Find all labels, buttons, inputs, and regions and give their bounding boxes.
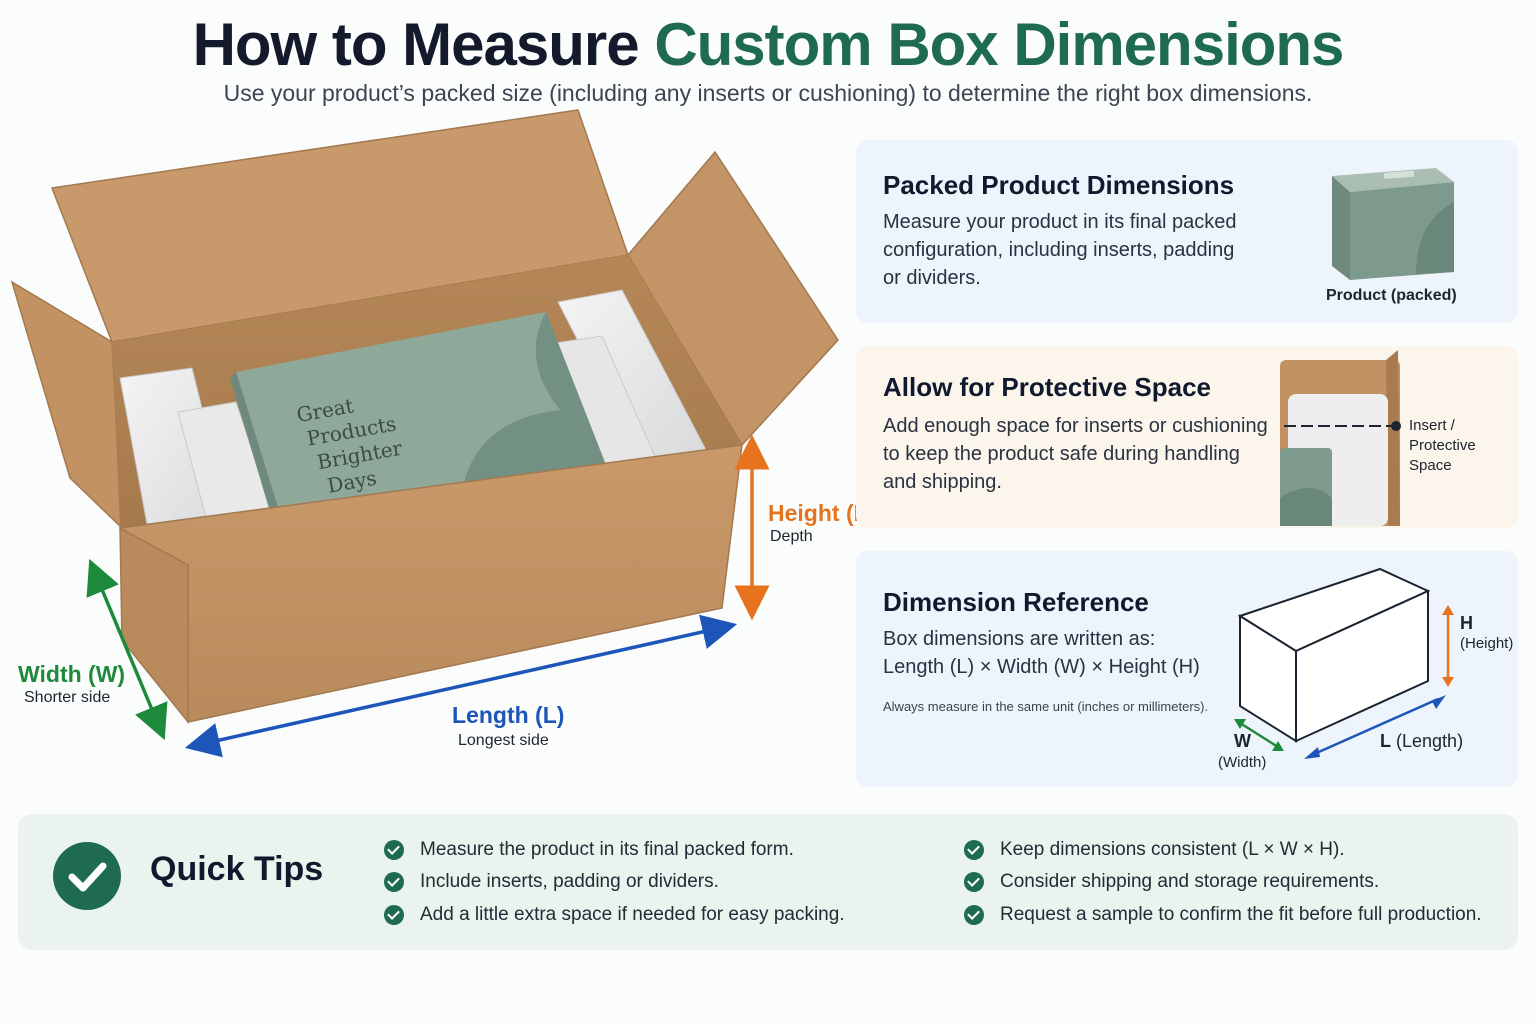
dimension-reference-card: Dimension Reference Box dimensions are w… (856, 551, 1518, 787)
check-circle-icon (53, 842, 121, 910)
callout-label: Insert / Protective Space (1409, 416, 1518, 476)
ref-w-word: (Width) (1218, 754, 1267, 771)
packed-card-body: Measure your product in its final packed… (883, 208, 1237, 292)
page-title: How to Measure Custom Box Dimensions (0, 10, 1536, 79)
reference-card-title: Dimension Reference (883, 587, 1149, 617)
tip-text: Include inserts, padding or dividers. (420, 871, 719, 892)
ref-w-letter: W (1234, 731, 1251, 751)
callout-line: Protective Space (1409, 437, 1476, 474)
tip-text: Measure the product in its final packed … (420, 839, 794, 860)
tip-item: Request a sample to confirm the fit befo… (964, 903, 1482, 927)
check-icon (964, 905, 984, 925)
length-sub-label: Longest side (458, 732, 549, 749)
body-line: Box dimensions are written as: (883, 628, 1156, 650)
protective-card-title: Allow for Protective Space (883, 372, 1211, 402)
length-arrow (184, 614, 738, 758)
ref-l-word: (Length) (1396, 731, 1464, 751)
protective-card-body: Add enough space for inserts or cushioni… (883, 412, 1268, 496)
ref-l-label: L (Length) (1380, 731, 1463, 752)
tip-text: Consider shipping and storage requiremen… (1000, 871, 1380, 892)
title-accent: Custom Box Dimensions (654, 11, 1344, 78)
product-box-side (230, 372, 288, 545)
protective-space-card: Allow for Protective Space Add enough sp… (856, 346, 1518, 528)
check-icon (964, 872, 984, 892)
tip-text: Keep dimensions consistent (L × W × H). (1000, 839, 1345, 860)
packed-image-caption: Product (packed) (1326, 287, 1457, 304)
reference-note: Always measure in the same unit (inches … (883, 699, 1209, 714)
box-illustration: Great Products Brighter Days (10, 109, 839, 758)
tip-item: Consider shipping and storage requiremen… (964, 870, 1379, 894)
width-sub-label: Shorter side (24, 689, 111, 706)
packed-card-title: Packed Product Dimensions (883, 170, 1235, 200)
body-line: or dividers. (883, 267, 981, 289)
body-line: Add enough space for inserts or cushioni… (883, 415, 1268, 437)
packed-product-card: Packed Product Dimensions Measure your p… (856, 140, 1518, 323)
width-label: Width (W) (18, 661, 126, 687)
body-line: Measure your product in its final packed (883, 211, 1237, 233)
check-icon (384, 905, 404, 925)
packed-product-image (1332, 168, 1454, 280)
tip-text: Add a little extra space if needed for e… (420, 904, 845, 925)
length-label: Length (L) (452, 702, 565, 728)
reference-card-body: Box dimensions are written as: Length (L… (883, 625, 1200, 681)
page-subtitle: Use your product’s packed size (includin… (223, 80, 1313, 106)
reference-box-diagram (1234, 567, 1454, 759)
right-flap (627, 150, 839, 447)
check-icon (964, 840, 984, 860)
height-sub-label: Depth (770, 528, 813, 545)
protective-space-image (1280, 350, 1400, 526)
check-icon (384, 840, 404, 860)
callout-leader-line (1284, 421, 1401, 431)
tip-item: Add a little extra space if needed for e… (384, 903, 845, 927)
body-line: to keep the product safe during handling (883, 443, 1240, 465)
check-icon (384, 872, 404, 892)
ref-h-word: (Height) (1460, 635, 1514, 652)
quick-tips-title: Quick Tips (150, 850, 324, 888)
product-box-shape (460, 312, 608, 502)
title-main: How to Measure (192, 11, 640, 78)
body-line: configuration, including inserts, paddin… (883, 239, 1235, 261)
tip-item: Keep dimensions consistent (L × W × H). (964, 838, 1345, 862)
quick-tips-panel: Quick Tips Measure the product in its fi… (18, 814, 1518, 950)
tip-text: Request a sample to confirm the fit befo… (1000, 904, 1482, 925)
ref-h-letter: H (1460, 613, 1473, 633)
callout-line: Insert / (1409, 417, 1455, 434)
body-line: and shipping. (883, 471, 1002, 493)
tip-item: Include inserts, padding or dividers. (384, 870, 719, 894)
tip-item: Measure the product in its final packed … (384, 838, 794, 862)
width-arrow (86, 558, 168, 741)
ref-l-letter: L (1380, 731, 1391, 751)
body-line: Length (L) × Width (W) × Height (H) (883, 656, 1200, 678)
checkmark-icon (68, 862, 107, 892)
